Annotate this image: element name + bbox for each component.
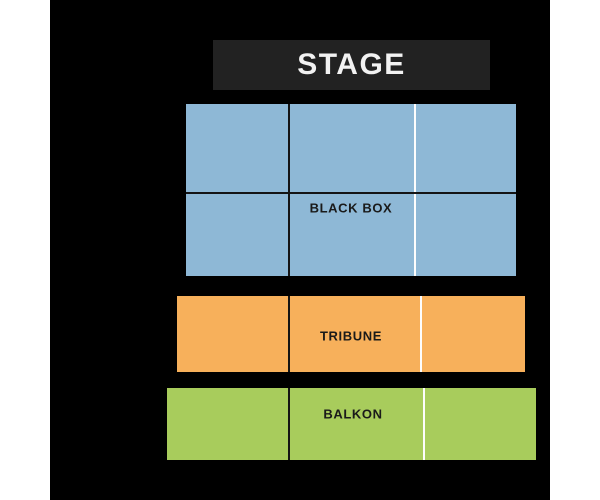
section-stage-label: STAGE <box>297 48 406 81</box>
tribune-divider-right <box>420 296 422 372</box>
balkon-divider-left <box>288 388 290 460</box>
section-black-box-label: BLACK BOX <box>309 200 393 216</box>
black-box-divider-horizontal <box>186 192 516 194</box>
section-tribune-label: TRIBUNE <box>320 328 382 344</box>
section-black-box[interactable]: BLACK BOX <box>186 104 516 276</box>
black-box-divider-left <box>288 104 290 276</box>
balkon-divider-right <box>423 388 425 460</box>
section-balkon-label: BALKON <box>323 406 383 422</box>
tribune-divider-left <box>288 296 290 372</box>
black-box-divider-right <box>414 104 416 276</box>
venue-panel-background: STAGE BLACK BOX TRIBUNE BALKON <box>50 0 550 500</box>
section-balkon[interactable]: BALKON <box>167 388 536 460</box>
section-tribune[interactable]: TRIBUNE <box>177 296 525 372</box>
section-stage[interactable]: STAGE <box>213 40 490 90</box>
